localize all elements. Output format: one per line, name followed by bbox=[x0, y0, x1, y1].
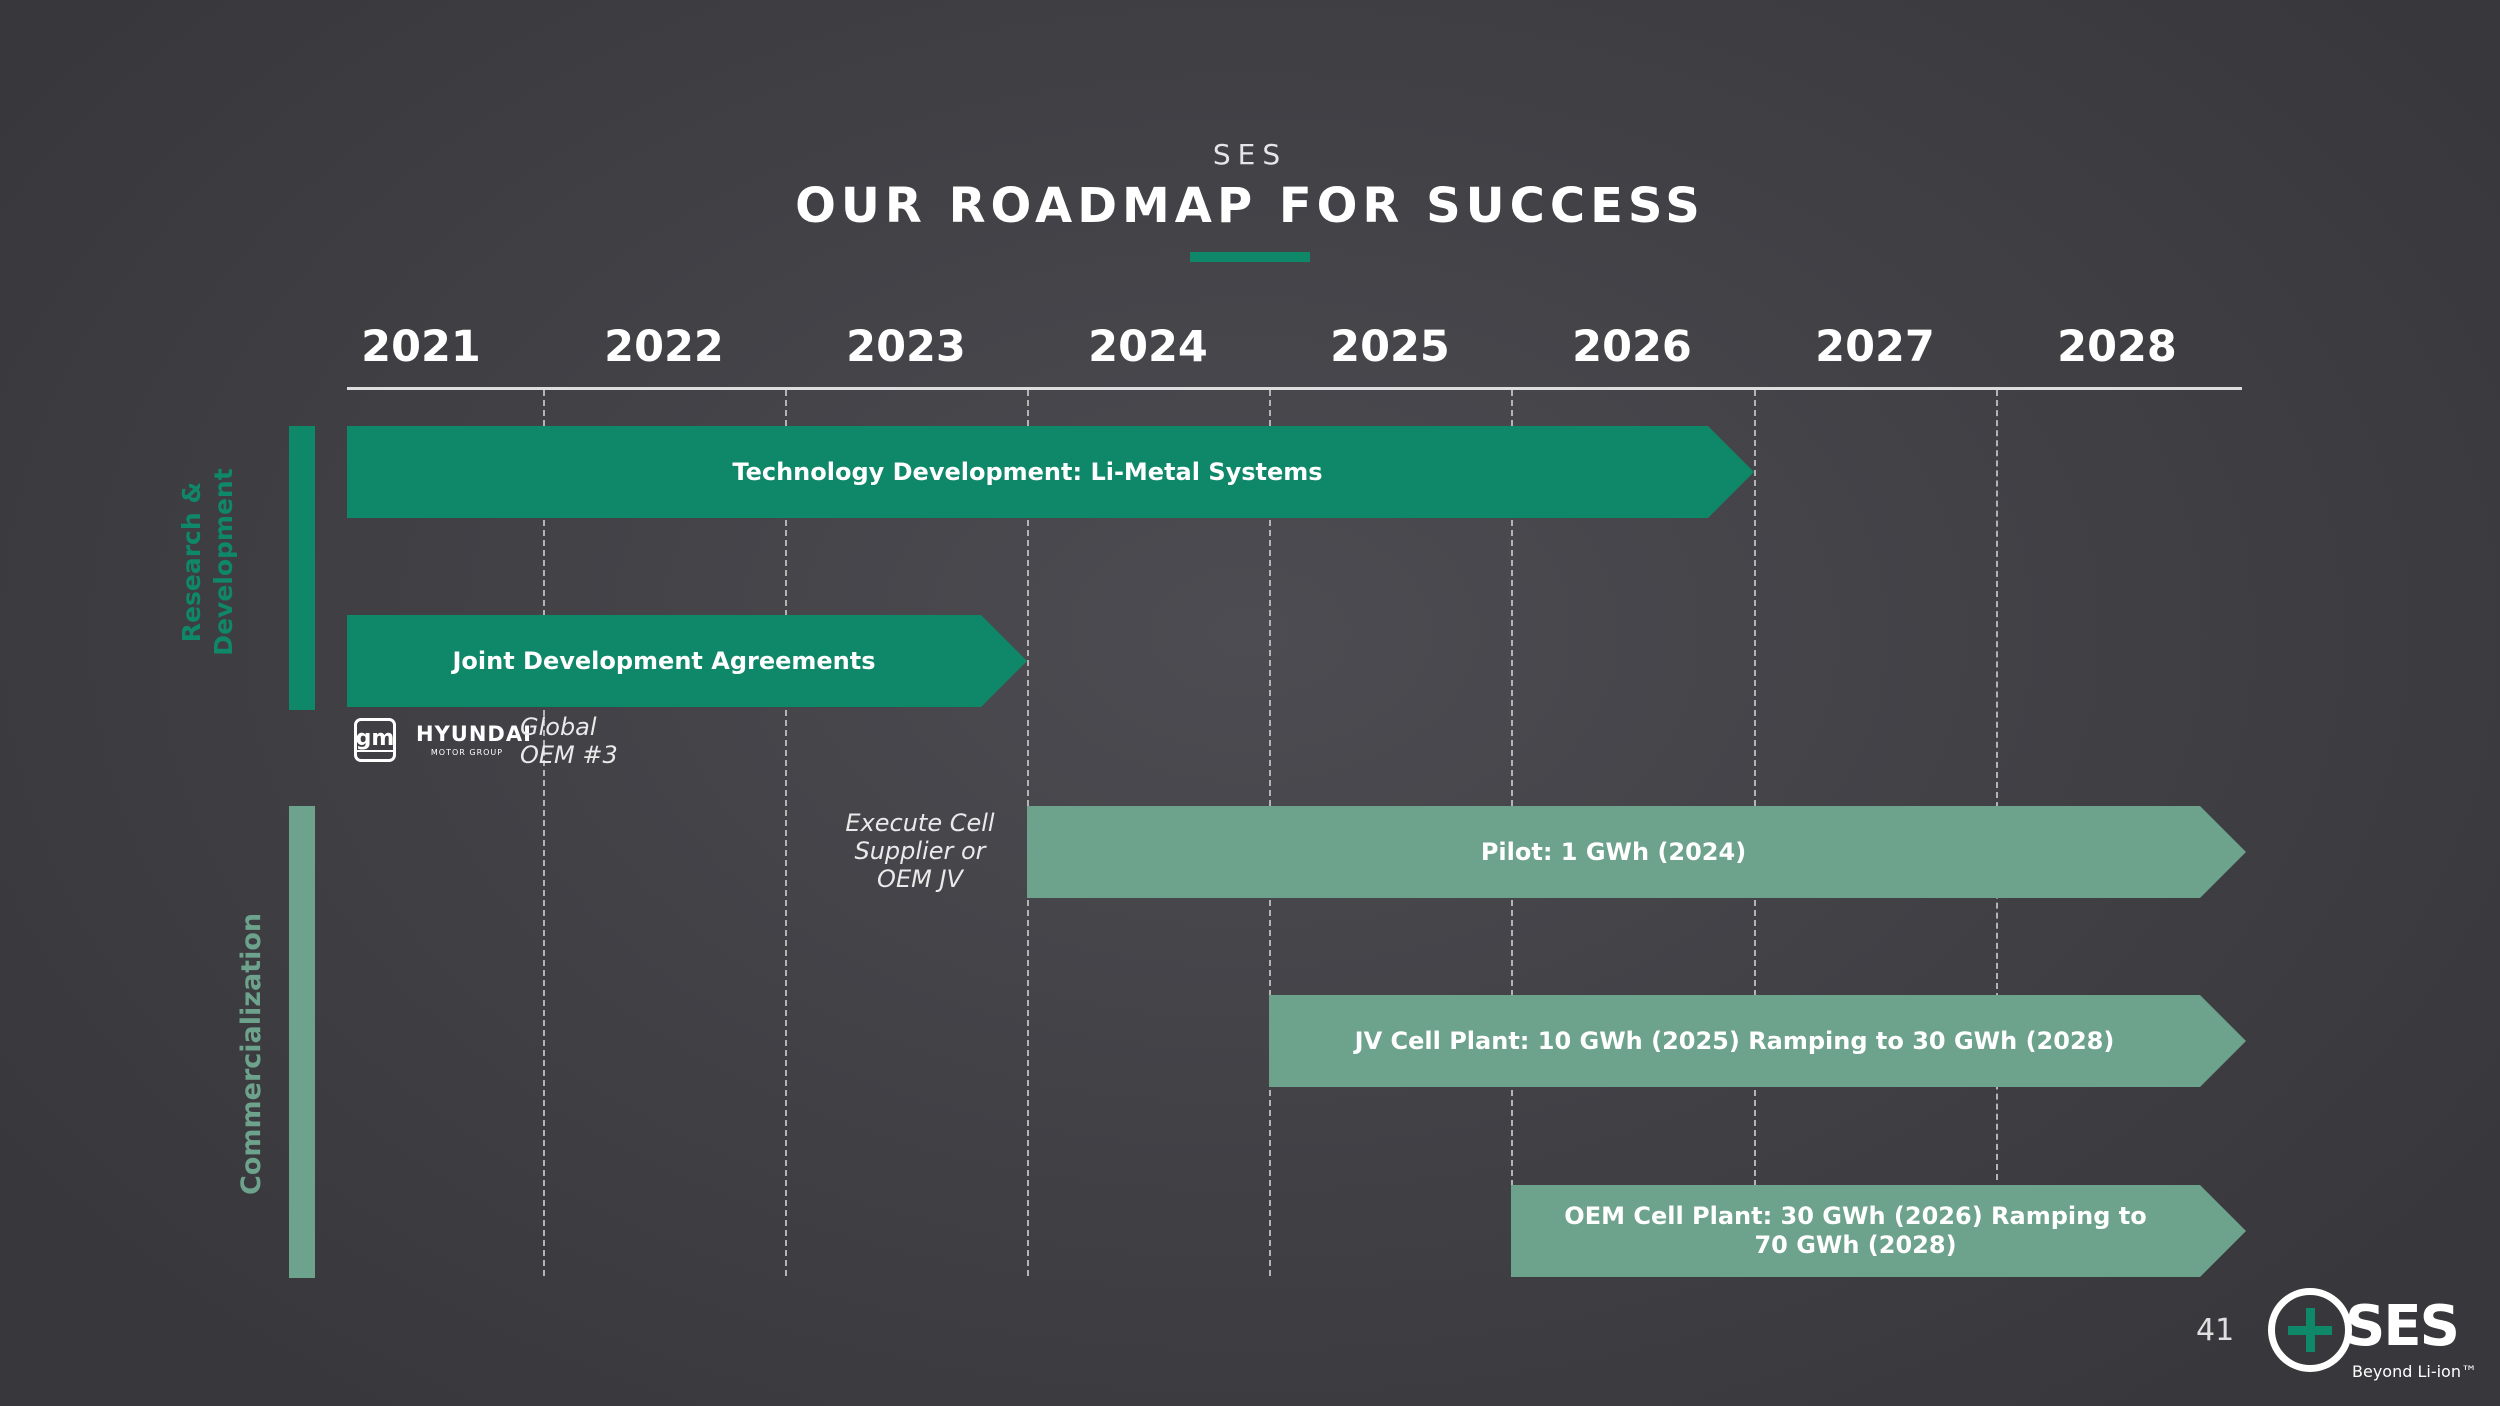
slide-kicker: SES bbox=[1212, 138, 1288, 171]
bar-technology-development-label: Technology Development: Li-Metal Systems bbox=[732, 457, 1323, 486]
commercialization-phase-label: Commercialization bbox=[236, 912, 267, 1195]
commercialization-phase-bar bbox=[289, 806, 315, 1278]
ses-logo-tagline: Beyond Li-ion™ bbox=[2352, 1362, 2477, 1381]
execute-jv-note-line1: Execute Cell bbox=[845, 809, 995, 837]
year-divider bbox=[1996, 390, 1998, 1180]
bar-oem-cell-plant-label-line2: 70 GWh (2028) bbox=[1754, 1231, 1957, 1259]
global-oem-note-line1: Global bbox=[520, 713, 597, 741]
slide-title: OUR ROADMAP FOR SUCCESS bbox=[795, 178, 1705, 234]
year-2024: 2024 bbox=[1088, 322, 1208, 372]
global-oem-note: Global OEM #3 bbox=[520, 713, 630, 769]
year-2022: 2022 bbox=[604, 322, 724, 372]
axis-line bbox=[347, 387, 2242, 390]
bar-joint-development-label: Joint Development Agreements bbox=[452, 646, 876, 675]
ses-logo-text: SES bbox=[2345, 1294, 2460, 1359]
hyundai-logo-text: HYUNDAI bbox=[416, 722, 532, 746]
year-2025: 2025 bbox=[1330, 322, 1450, 372]
bar-pilot: Pilot: 1 GWh (2024) bbox=[1027, 806, 2246, 898]
bar-jv-cell-plant: JV Cell Plant: 10 GWh (2025) Ramping to … bbox=[1269, 995, 2246, 1087]
ses-logo-plus-icon bbox=[2268, 1288, 2352, 1372]
gm-logo-text: gm bbox=[355, 726, 395, 752]
bar-pilot-label: Pilot: 1 GWh (2024) bbox=[1480, 837, 1747, 866]
rnd-phase-label: Research & Development bbox=[177, 468, 238, 656]
bar-joint-development: Joint Development Agreements bbox=[347, 615, 1027, 707]
bar-oem-cell-plant-label-line1: OEM Cell Plant: 30 GWh (2026) Ramping to bbox=[1564, 1202, 2147, 1230]
year-divider bbox=[785, 390, 787, 1276]
hyundai-logo-subtext: MOTOR GROUP bbox=[430, 748, 504, 757]
bar-technology-development: Technology Development: Li-Metal Systems bbox=[347, 426, 1754, 518]
bar-jv-cell-plant-label: JV Cell Plant: 10 GWh (2025) Ramping to … bbox=[1354, 1026, 2115, 1055]
page-number: 41 bbox=[2196, 1313, 2235, 1348]
hyundai-logo: HYUNDAI MOTOR GROUP bbox=[416, 722, 532, 758]
global-oem-note-line2: OEM #3 bbox=[520, 741, 618, 769]
rnd-phase-bar bbox=[289, 426, 315, 710]
year-2027: 2027 bbox=[1815, 322, 1935, 372]
execute-jv-note-line2: Supplier or bbox=[854, 837, 986, 865]
execute-jv-note: Execute Cell Supplier or OEM JV bbox=[820, 809, 1020, 893]
bar-oem-cell-plant: OEM Cell Plant: 30 GWh (2026) Ramping to… bbox=[1511, 1185, 2246, 1277]
execute-jv-note-line3: OEM JV bbox=[877, 865, 963, 893]
title-underline bbox=[1190, 252, 1310, 262]
year-2026: 2026 bbox=[1572, 322, 1692, 372]
gm-logo: gm bbox=[354, 718, 396, 762]
year-divider bbox=[543, 390, 545, 1276]
year-2023: 2023 bbox=[846, 322, 966, 372]
year-2028: 2028 bbox=[2057, 322, 2177, 372]
year-2021: 2021 bbox=[361, 322, 481, 372]
